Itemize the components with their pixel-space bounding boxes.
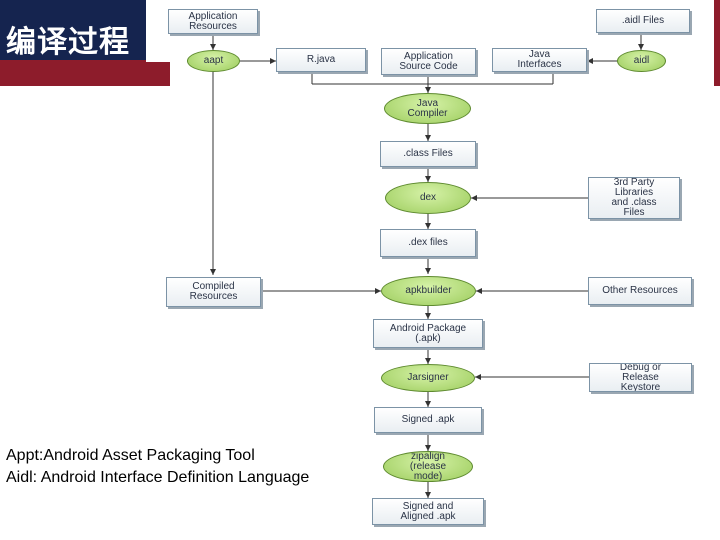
box-android-package: Android Package (.apk) [373,319,483,348]
box-third-party-libraries: 3rd Party Libraries and .class Files [588,177,680,219]
title-banner-red-strip [146,62,170,86]
box-class-files: .class Files [380,141,476,167]
tool-aapt: aapt [187,50,240,72]
note-aidl-definition: Aidl: Android Interface Definition Langu… [6,469,310,486]
tool-zipalign: zipalign (release mode) [383,451,473,482]
acronym-notes: Appt:Android Asset Packaging Tool Aidl: … [6,445,309,489]
box-aidl-files: .aidl Files [596,9,690,33]
box-signed-apk: Signed .apk [374,407,482,433]
right-edge-red-strip [714,0,720,86]
note-aapt-definition: Appt:Android Asset Packaging Tool [6,447,255,464]
box-r-java: R.java [276,48,366,72]
tool-jarsigner: Jarsigner [381,364,475,392]
slide-title-banner: 编译过程 [0,0,146,86]
tool-apkbuilder: apkbuilder [381,276,476,306]
tool-java-compiler: Java Compiler [384,93,471,124]
title-banner-red-band [0,60,146,86]
tool-dex: dex [385,182,471,214]
box-signed-aligned-apk: Signed and Aligned .apk [372,498,484,525]
tool-aidl: aidl [617,50,666,72]
box-other-resources: Other Resources [588,277,692,305]
box-dex-files: .dex files [380,229,476,257]
box-debug-release-keystore: Debug or Release Keystore [589,363,692,392]
box-java-interfaces: Java Interfaces [492,48,587,72]
box-application-source-code: Application Source Code [381,48,476,75]
box-compiled-resources: Compiled Resources [166,277,261,307]
slide-title: 编译过程 [6,25,130,60]
box-application-resources: Application Resources [168,9,258,34]
